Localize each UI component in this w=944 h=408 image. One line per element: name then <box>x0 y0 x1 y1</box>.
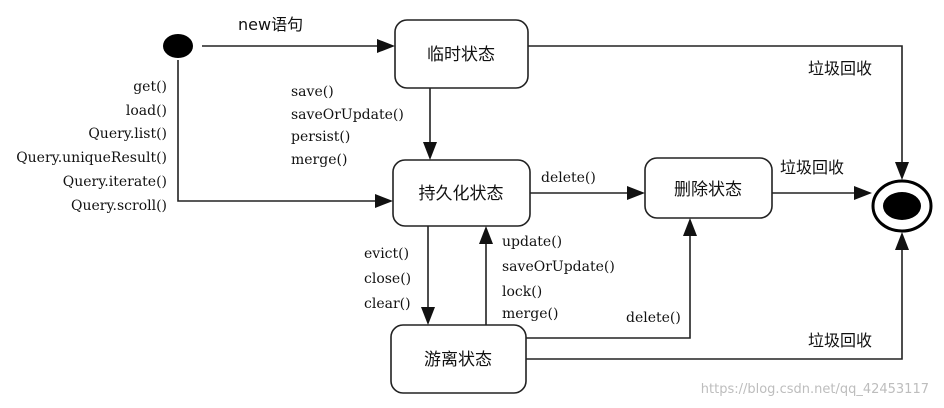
method-label: saveOrUpdate() <box>502 259 615 275</box>
method-label: Query.iterate() <box>63 174 167 190</box>
method-label: saveOrUpdate() <box>291 107 404 123</box>
edge-start-to-transient <box>202 39 395 53</box>
state-transient: 临时状态 <box>394 19 529 89</box>
labels-start-to-persistent: get() load() Query.list() Query.uniqueRe… <box>16 79 167 214</box>
state-transient-label: 临时状态 <box>427 45 495 65</box>
edge-transient-to-persistent <box>423 88 437 160</box>
method-label: update() <box>502 234 562 250</box>
state-persistent: 持久化状态 <box>392 159 531 227</box>
method-label: Query.list() <box>88 126 167 142</box>
state-detached: 游离状态 <box>390 324 527 394</box>
method-label: get() <box>133 79 167 95</box>
edge-start-to-persistent <box>177 60 393 208</box>
labels-transient-to-persistent: save() saveOrUpdate() persist() merge() <box>291 84 404 168</box>
method-label: Query.scroll() <box>71 198 167 214</box>
method-label: clear() <box>364 296 411 312</box>
initial-node <box>163 34 193 58</box>
method-label: load() <box>126 103 167 119</box>
method-label: close() <box>364 271 411 287</box>
edge-removed-to-final <box>772 186 872 200</box>
method-label: merge() <box>291 152 347 168</box>
method-label: save() <box>291 84 334 100</box>
state-persistent-label: 持久化状态 <box>419 184 504 204</box>
method-label: lock() <box>502 284 542 300</box>
method-label: persist() <box>291 129 350 145</box>
label-gc-detached: 垃圾回收 <box>808 331 872 350</box>
label-gc-removed: 垃圾回收 <box>780 158 844 177</box>
edge-persistent-to-detached <box>421 226 435 325</box>
label-new-statement: new语句 <box>238 15 303 34</box>
edge-transient-to-final <box>528 45 909 180</box>
method-label: merge() <box>502 306 558 322</box>
edge-detached-to-final <box>526 232 909 360</box>
labels-detached-to-persistent: update() saveOrUpdate() lock() merge() <box>502 234 615 322</box>
state-removed-label: 删除状态 <box>674 180 742 200</box>
method-label: evict() <box>364 246 409 262</box>
state-removed: 删除状态 <box>644 157 773 219</box>
method-label: Query.uniqueResult() <box>16 150 167 166</box>
edge-detached-to-removed <box>526 218 697 339</box>
edge-detached-to-persistent <box>479 226 493 325</box>
final-node <box>871 179 933 233</box>
watermark: https://blog.csdn.net/qq_42453117 <box>701 382 929 397</box>
label-gc-transient: 垃圾回收 <box>808 59 872 78</box>
label-delete-persistent: delete() <box>541 170 596 186</box>
edge-persistent-to-removed <box>530 186 645 200</box>
label-delete-detached: delete() <box>626 310 681 326</box>
state-detached-label: 游离状态 <box>424 350 492 370</box>
labels-persistent-to-detached: evict() close() clear() <box>364 246 411 312</box>
